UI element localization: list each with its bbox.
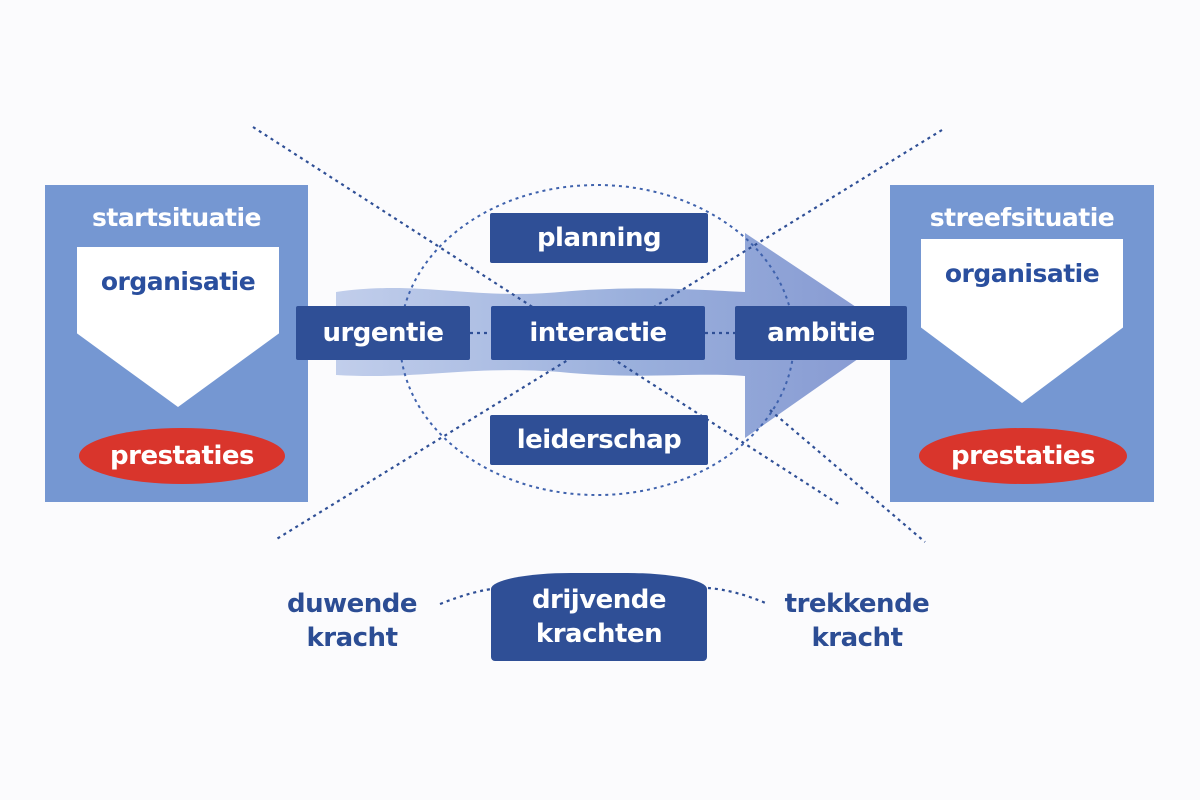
start-organisation-shape: organisatie (77, 247, 279, 407)
target-organisation-shape: organisatie (921, 239, 1123, 403)
ambition-box: ambitie (735, 306, 907, 360)
diagonal-line-left (252, 126, 841, 506)
driving-forces-box: drijvende krachten (491, 573, 707, 661)
leadership-box: leiderschap (490, 415, 708, 465)
planning-box: planning (490, 213, 708, 263)
diagonal-line-right (274, 129, 943, 541)
target-organisation-label: organisatie (944, 259, 1100, 288)
pushing-force-label: duwende kracht (262, 587, 442, 655)
pulling-force-label: trekkende kracht (762, 587, 952, 655)
right-panel-line (769, 409, 926, 543)
target-situation-panel: streefsituatie organisatie prestaties (890, 185, 1154, 502)
interaction-box: interactie (491, 306, 705, 360)
start-organisation-label: organisatie (100, 267, 256, 296)
start-situation-panel: startsituatie organisatie prestaties (45, 185, 308, 502)
pushing-force-line1: duwende (286, 589, 418, 619)
start-title: startsituatie (91, 203, 262, 232)
pulling-force-line2: kracht (811, 623, 903, 653)
target-title: streefsituatie (929, 203, 1115, 232)
driving-forces-line2: krachten (535, 619, 663, 649)
target-performance-ellipse: prestaties (919, 428, 1127, 484)
pulling-force-line1: trekkende (784, 589, 930, 619)
start-performance-ellipse: prestaties (79, 428, 285, 484)
connector-pulling (707, 586, 769, 606)
driving-forces-line1: drijvende (531, 585, 667, 615)
urgency-box: urgentie (296, 306, 470, 360)
pushing-force-line2: kracht (306, 623, 398, 653)
